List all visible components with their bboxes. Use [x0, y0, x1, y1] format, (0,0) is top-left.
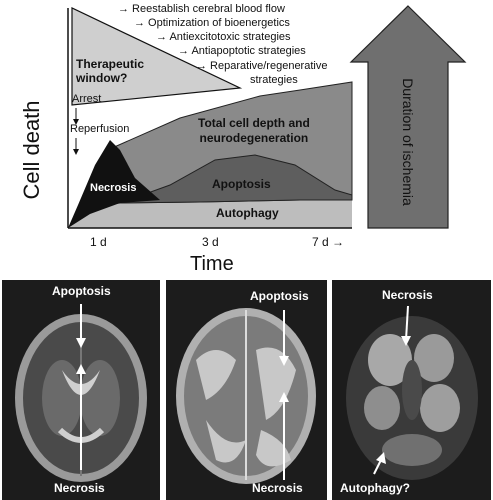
duration-label: Duration of ischemia: [400, 78, 416, 206]
mri-panel-3: Necrosis Autophagy?: [332, 280, 491, 500]
mri1-necrosis-label: Necrosis: [54, 481, 105, 495]
x-tick-7d: 7 d →: [312, 235, 345, 249]
strategy-reparative-cont: strategies: [250, 74, 298, 86]
mri-image-3: [346, 305, 478, 480]
therapeutic-window-triangle: [71, 7, 243, 106]
mri1-apoptosis-label: Apoptosis: [52, 284, 111, 298]
mri3-autophagy-label: Autophagy?: [340, 481, 410, 495]
x-axis-label: Time: [190, 253, 234, 275]
reperfusion-label: Reperfusion: [70, 123, 130, 135]
necrosis-region: [68, 140, 160, 228]
mri-panel-2: Apoptosis Necrosis: [166, 280, 327, 500]
strategy-reparative: → Reparative/regenerative: [196, 60, 328, 72]
x-tick-1d: 1 d: [90, 235, 107, 249]
y-axis-label: Cell death: [19, 100, 44, 200]
mri2-apoptosis-label: Apoptosis: [250, 289, 309, 303]
strategy-antiexcitotoxic: → Antiexcitotoxic strategies: [156, 31, 291, 43]
strategy-antiapoptotic: → Antiapoptotic strategies: [178, 45, 306, 57]
autophagy-label: Autophagy: [216, 206, 279, 220]
total-cell-death-label: Total cell depth and neurodegeneration: [198, 116, 310, 145]
x-tick-3d: 3 d: [202, 235, 219, 249]
mri-panel-1: Apoptosis Necrosis: [2, 280, 160, 500]
mri-image-1: [15, 304, 147, 482]
mri2-necrosis-label: Necrosis: [252, 481, 303, 495]
autophagy-region: [68, 200, 352, 228]
apoptosis-region: [119, 154, 353, 204]
necrosis-label: Necrosis: [90, 182, 137, 194]
apoptosis-label: Apoptosis: [212, 177, 271, 191]
therapeutic-window-label: Therapeutic window?: [76, 57, 145, 85]
ischemia-diagram: [67, 5, 467, 229]
strategy-bioenergetics: → Optimization of bioenergetics: [134, 17, 290, 29]
mri-image-2: [176, 308, 316, 484]
duration-arrow: [349, 5, 467, 229]
arrest-label: Arrest: [72, 93, 102, 105]
strategy-reestablish-cbf: → Reestablish cerebral blood flow: [118, 3, 285, 15]
mri3-necrosis-label: Necrosis: [382, 288, 433, 302]
